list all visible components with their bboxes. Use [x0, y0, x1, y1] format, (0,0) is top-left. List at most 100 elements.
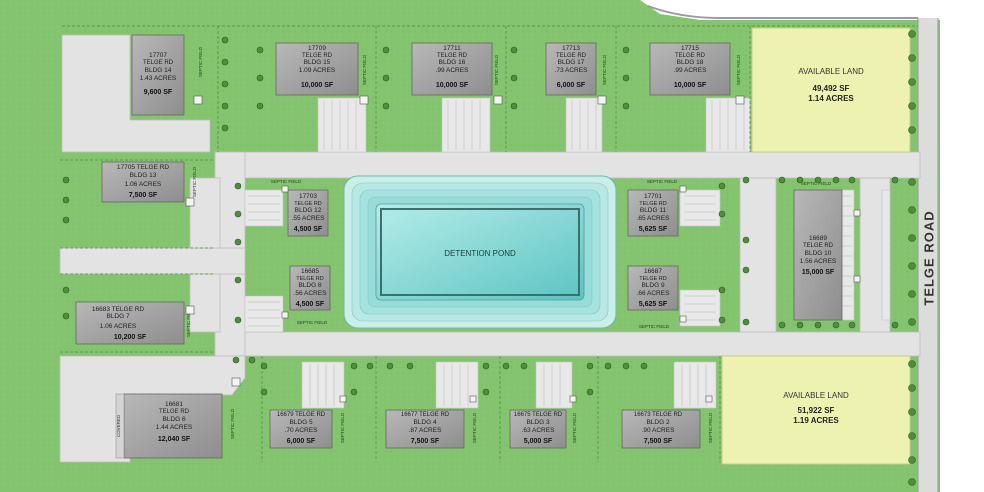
available-land-south-acres: 1.19 ACRES [793, 416, 839, 425]
septic-field-label: SEPTIC FIELD [572, 412, 577, 443]
building-10-address: 16689 [809, 235, 827, 242]
building-18[interactable]: 17715 TELGE RD BLDG 18 .99 ACRES 10,000 … [649, 42, 731, 96]
building-3-acres: .63 ACRES [522, 427, 556, 434]
building-17-sf: 6,000 SF [557, 82, 586, 89]
building-10-street: TELGE RD [803, 243, 834, 249]
septic-field-label: SEPTIC FIELD [271, 179, 302, 184]
building-15-sf: 10,000 SF [301, 82, 334, 89]
building-3[interactable]: 16675 TELGE RD BLDG 3 .63 ACRES 5,000 SF [509, 409, 567, 449]
building-16[interactable]: 17711 TELGE RD BLDG 16 .99 ACRES 10,000 … [411, 42, 493, 96]
building-17-acres: .73 ACRES [555, 67, 589, 74]
building-3-sf: 5,000 SF [524, 438, 553, 445]
septic-field-label: SEPTIC FIELD [362, 54, 367, 85]
building-5-number: BLDG 5 [289, 419, 313, 426]
building-8-address: 16685 [301, 268, 319, 275]
building-16-number: BLDG 16 [439, 59, 466, 66]
building-11[interactable]: 17701 TELGE RD BLDG 11 .65 ACRES 5,625 S… [627, 189, 679, 237]
building-15-street: TELGE RD [302, 53, 333, 59]
available-land-north-parcel[interactable] [751, 27, 911, 153]
building-5-acres: .70 ACRES [285, 427, 319, 434]
building-14-acres: 1.43 ACRES [140, 75, 177, 82]
available-land-north-title: AVAILABLE LAND [798, 67, 864, 76]
building-8-sf: 4,500 SF [296, 301, 325, 308]
building-12-sf: 4,500 SF [294, 226, 323, 233]
building-8[interactable]: 16685 TELGE RD BLDG 8 .56 ACRES 4,500 SF [289, 265, 331, 311]
offsite-curb [647, 5, 918, 19]
building-17-street: TELGE RD [556, 53, 587, 59]
building-18-acres: .99 ACRES [674, 67, 708, 74]
building-13-address: 17705 TELGE RD [117, 164, 170, 171]
trees [62, 30, 916, 486]
available-land-north-sf: 49,492 SF [813, 84, 850, 93]
building-10-acres: 1.56 ACRES [800, 258, 837, 265]
building-8-street: TELGE RD [296, 276, 324, 282]
detention-pond-label: DETENTION POND [444, 249, 516, 258]
building-7-sf: 10,200 SF [114, 334, 147, 341]
building-11-acres: .65 ACRES [637, 215, 671, 222]
building-9-street: TELGE RD [639, 276, 667, 282]
building-3-address: 16675 TELGE RD [514, 412, 563, 418]
building-7-address: 16683 TELGE RD [92, 306, 145, 313]
building-6-street: TELGE RD [159, 409, 190, 415]
covered-label: COVERED [116, 414, 121, 437]
paved-drives [59, 34, 921, 463]
telge-road-label: TELGE ROAD [921, 210, 936, 305]
building-4-address: 16677 TELGE RD [401, 412, 450, 418]
building-14-address: 17707 [149, 52, 167, 59]
building-12-acres: .55 ACRES [292, 215, 326, 222]
building-13-number: BLDG 13 [130, 172, 157, 179]
available-land-north-acres: 1.14 ACRES [808, 94, 854, 103]
building-2[interactable]: 16673 TELGE RD BLDG 2 .90 ACRES 7,500 SF [621, 409, 701, 449]
building-5[interactable]: 16679 TELGE RD BLDG 5 .70 ACRES 6,000 SF [269, 409, 333, 449]
detention-pond[interactable] [343, 175, 617, 329]
septic-field-label: SEPTIC FIELD [639, 324, 670, 329]
building-3-number: BLDG 3 [526, 419, 550, 426]
building-4-acres: .87 ACRES [409, 427, 443, 434]
building-18-sf: 10,000 SF [674, 82, 707, 89]
available-land-south-sf: 51,922 SF [798, 406, 835, 415]
building-13[interactable]: 17705 TELGE RD BLDG 13 1.06 ACRES 7,500 … [101, 161, 185, 203]
building-16-acres: .99 ACRES [436, 67, 470, 74]
building-16-sf: 10,000 SF [436, 82, 469, 89]
septic-field-label: SEPTIC FIELD [801, 181, 832, 186]
building-6-address: 16681 [165, 401, 183, 408]
building-7[interactable]: 16683 TELGE RD BLDG 7 1.06 ACRES 10,200 … [75, 301, 185, 345]
building-10-sf: 15,000 SF [802, 269, 835, 276]
building-12[interactable]: 17703 TELGE RD BLDG 12 .55 ACRES 4,500 S… [287, 189, 329, 237]
building-16-address: 17711 [443, 45, 461, 52]
building-9[interactable]: 16687 TELGE RD BLDG 9 .66 ACRES 5,625 SF [627, 265, 679, 311]
telge-road [918, 18, 938, 492]
building-9-acres: .66 ACRES [637, 290, 671, 297]
building-18-street: TELGE RD [675, 53, 706, 59]
building-6[interactable]: 16681 TELGE RD BLDG 6 1.44 ACRES 12,040 … [123, 393, 223, 459]
building-17[interactable]: 17713 TELGE RD BLDG 17 .73 ACRES 6,000 S… [545, 42, 597, 96]
septic-field-label: SEPTIC FIELD [186, 306, 191, 337]
building-11-number: BLDG 11 [640, 207, 667, 214]
septic-field-label: SEPTIC FIELD [340, 412, 345, 443]
building-2-sf: 7,500 SF [644, 438, 673, 445]
septic-field-label: SEPTIC FIELD [736, 54, 741, 85]
building-14-number: BLDG 14 [145, 67, 172, 74]
building-17-address: 17713 [562, 45, 580, 52]
available-land-south-parcel[interactable] [721, 355, 911, 465]
building-2-address: 16673 TELGE RD [634, 412, 683, 418]
building-11-sf: 5,625 SF [639, 226, 668, 233]
building-11-street: TELGE RD [639, 201, 667, 207]
building-13-acres: 1.06 ACRES [125, 181, 162, 188]
building-18-number: BLDG 18 [677, 59, 704, 66]
building-4[interactable]: 16677 TELGE RD BLDG 4 .87 ACRES 7,500 SF [385, 409, 465, 449]
building-lots: 17707 TELGE RD BLDG 14 1.43 ACRES 9,600 … [75, 34, 843, 459]
building-10-number: BLDG 10 [805, 250, 832, 257]
building-9-sf: 5,625 SF [639, 301, 668, 308]
building-14[interactable]: 17707 TELGE RD BLDG 14 1.43 ACRES 9,600 … [131, 34, 185, 116]
building-11-address: 17701 [644, 193, 662, 200]
building-15[interactable]: 17709 TELGE RD BLDG 15 1.09 ACRES 10,000… [275, 42, 359, 96]
building-14-street: TELGE RD [143, 60, 174, 66]
building-15-number: BLDG 15 [304, 59, 331, 66]
building-10[interactable]: 16689 TELGE RD BLDG 10 1.56 ACRES 15,000… [793, 189, 843, 321]
building-8-number: BLDG 8 [298, 282, 322, 289]
building-6-sf: 12,040 SF [158, 436, 191, 443]
building-12-address: 17703 [299, 193, 317, 200]
septic-field-label: SEPTIC FIELD [472, 412, 477, 443]
